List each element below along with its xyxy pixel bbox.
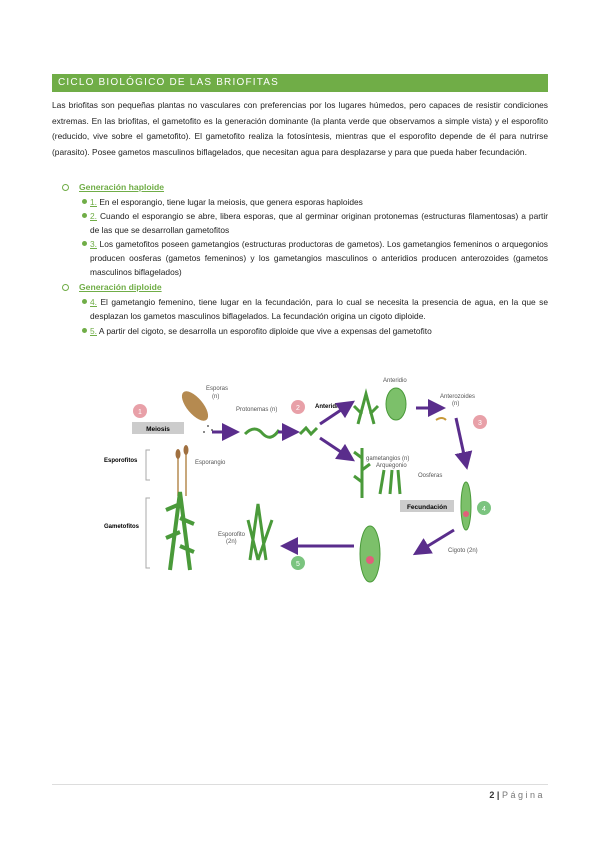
page-footer: 2 | Página xyxy=(489,790,545,800)
footer-divider xyxy=(52,784,548,785)
step-4-label: 4 xyxy=(482,506,486,513)
step-1-marker xyxy=(133,404,147,418)
anteridio-shape xyxy=(385,387,407,421)
page-label: Página xyxy=(501,790,545,800)
item-number: 2. xyxy=(90,211,97,221)
list-item: 3. Los gametofitos poseen gametangios (e… xyxy=(82,237,548,279)
capsule-shape xyxy=(175,449,181,459)
intro-paragraph: Las briofitas son pequeñas plantas no va… xyxy=(52,100,548,157)
meiosis-label: Meiosis xyxy=(146,426,170,433)
step-5-marker xyxy=(291,556,305,570)
section-title: CICLO BIOLÓGICO DE LAS BRIOFITAS xyxy=(52,74,548,92)
young-gametophyte-shape xyxy=(298,425,319,437)
bullet-icon xyxy=(82,213,87,218)
circle-bullet-icon xyxy=(62,284,69,292)
anterozoides-n-label: (n) xyxy=(452,401,459,407)
oosferas-label: Oosferas xyxy=(418,473,442,479)
bullet-icon xyxy=(82,299,87,304)
anteridio-mid-label: Anteridio xyxy=(315,404,342,410)
cigoto-label: Cigoto (2n) xyxy=(448,548,478,554)
page-number: 2 xyxy=(489,790,495,800)
protonema-shape xyxy=(243,427,281,439)
bullet-icon xyxy=(82,328,87,333)
item-number: 4. xyxy=(90,297,97,307)
esporofitos-label: Esporofitos xyxy=(104,458,138,464)
fecundacion-box xyxy=(400,500,454,512)
protonemas-label: Protonemas (n) xyxy=(236,407,277,413)
item-text: Cuando el esporangio se abre, libera esp… xyxy=(90,211,548,235)
item-number: 1. xyxy=(90,197,97,207)
item-number: 3. xyxy=(90,239,97,249)
item-number: 5. xyxy=(90,326,97,336)
sporangium-shape xyxy=(181,391,209,421)
bryophyte-lifecycle-diagram: 1 2 3 4 5 Meiosis Esporas (n) Protonemas… xyxy=(104,378,491,583)
young-sporophyte-shape xyxy=(246,503,274,561)
esporangio-label: Esporangio xyxy=(195,460,226,466)
male-gametophyte-shape xyxy=(352,388,380,425)
diploid-heading-text: Generación diploide xyxy=(79,282,162,292)
esporas-n-label: (n) xyxy=(212,394,219,400)
arquegonio-label: Arquegonio xyxy=(376,463,407,469)
capsule-shape xyxy=(183,445,189,455)
item-text: Los gametofitos poseen gametangios (estr… xyxy=(90,239,548,277)
embryo-sporophyte-shape xyxy=(359,525,381,583)
list-item: 1. En el esporangio, tiene lugar la meio… xyxy=(82,195,548,209)
anterozoides-label: Anterozoides xyxy=(440,394,475,400)
list-item: 5. A partir del cigoto, se desarrolla un… xyxy=(82,324,548,338)
step-3-label: 3 xyxy=(478,420,482,427)
item-text: A partir del cigoto, se desarrolla un es… xyxy=(97,326,432,336)
list-item: 4. El gametangio femenino, tiene lugar e… xyxy=(82,295,548,323)
esporas-label: Esporas xyxy=(206,386,228,392)
item-text: El gametangio femenino, tiene lugar en l… xyxy=(90,297,548,321)
list-item: 2. Cuando el esporangio se abre, libera … xyxy=(82,209,548,237)
mature-gametophyte-shape xyxy=(165,491,195,571)
step-1-label: 1 xyxy=(138,409,142,416)
esporofito-label: Esporofito xyxy=(218,532,246,538)
gametangios-label: gametangios (n) xyxy=(366,456,409,462)
bullet-icon xyxy=(82,199,87,204)
meiosis-box xyxy=(132,422,184,434)
item-text: En el esporangio, tiene lugar la meiosis… xyxy=(97,197,363,207)
step-2-label: 2 xyxy=(296,405,300,412)
anterozoide-icon xyxy=(435,417,447,421)
step-2-marker xyxy=(291,400,305,414)
fecundacion-label: Fecundación xyxy=(407,504,447,511)
zygote-archegonium-shape xyxy=(460,481,472,531)
archegonia-shape xyxy=(378,469,402,495)
bullet-icon xyxy=(82,241,87,246)
gametofitos-label: Gametofitos xyxy=(104,524,140,530)
esporofito-2n-label: (2n) xyxy=(226,539,237,545)
haploid-heading: Generación haploide xyxy=(62,182,164,192)
step-3-marker xyxy=(473,415,487,429)
step-5-label: 5 xyxy=(296,561,300,568)
diploid-heading: Generación diploide xyxy=(62,282,162,292)
step-4-marker xyxy=(477,501,491,515)
haploid-heading-text: Generación haploide xyxy=(79,182,165,192)
footer-separator: | xyxy=(496,790,500,800)
female-gametophyte-shape xyxy=(353,448,371,498)
anteridio-top-label: Anteridio xyxy=(383,378,407,384)
circle-bullet-icon xyxy=(62,184,69,192)
